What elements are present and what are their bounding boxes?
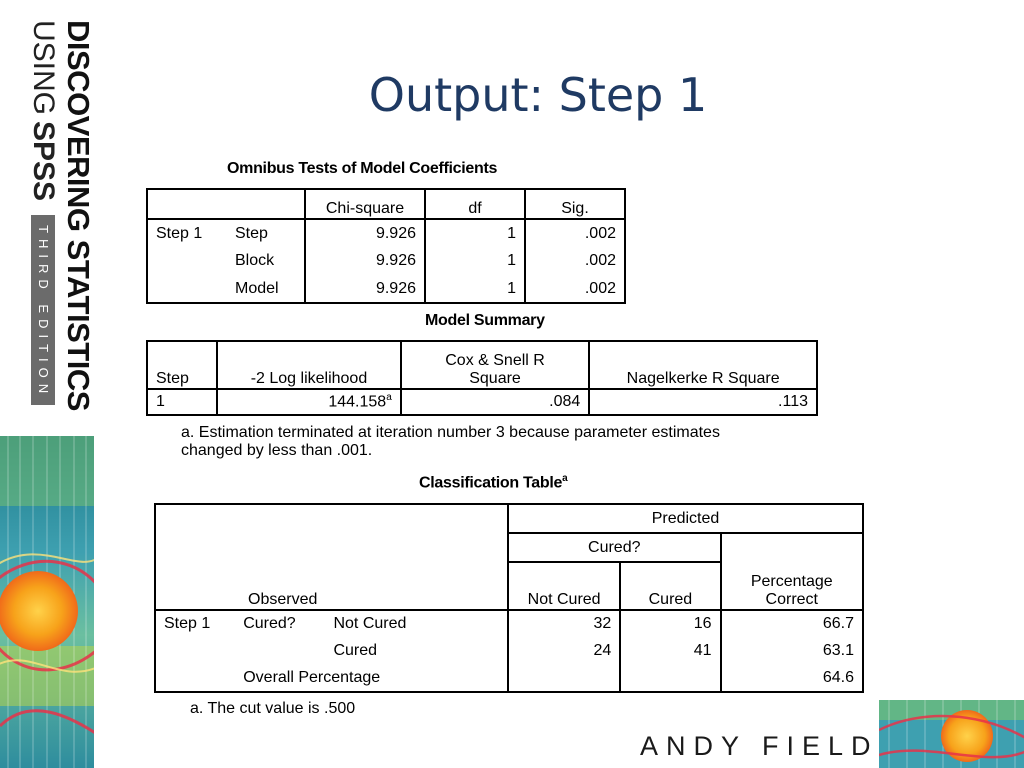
overall-label: Overall Percentage bbox=[243, 668, 381, 686]
table-row: Model 9.926 1 .002 bbox=[147, 275, 625, 303]
author-name: ANDY FIELD bbox=[640, 731, 879, 761]
cured-value: 41 bbox=[619, 637, 721, 664]
book-branding: DISCOVERING STATISTICS USING SPSS THIRD … bbox=[0, 0, 96, 430]
pct-value: 63.1 bbox=[719, 637, 863, 664]
branding-spss: SPSS bbox=[27, 121, 60, 202]
step-value: 1 bbox=[156, 393, 165, 410]
df-value: 1 bbox=[424, 219, 525, 247]
cured-header-row: Cured? Percentage Correct bbox=[155, 533, 863, 611]
classification-note: a. The cut value is .500 bbox=[190, 700, 356, 717]
sig-value: .002 bbox=[524, 247, 625, 275]
step-label: Step 1 bbox=[164, 615, 211, 632]
col-cured: Cured bbox=[619, 562, 721, 611]
table-row: Step 1 Cured? Not Cured 32 16 66.7 bbox=[155, 610, 863, 637]
classification-caption: Classification Tablea bbox=[419, 473, 568, 492]
slide-title: Output: Step 1 bbox=[368, 68, 708, 122]
col-not-cured: Not Cured bbox=[506, 562, 621, 611]
predicted-header: Predicted bbox=[506, 504, 863, 534]
model-summary-table: Step -2 Log likelihood Cox & Snell R Squ… bbox=[146, 340, 818, 416]
col-percentage-correct: Percentage Correct bbox=[719, 533, 863, 611]
table-row: Overall Percentage 64.6 bbox=[155, 664, 863, 692]
row-label: Model bbox=[235, 279, 279, 297]
cured-value: 16 bbox=[619, 610, 721, 637]
overall-pct-value: 64.6 bbox=[719, 664, 863, 692]
row-label: Cured bbox=[333, 641, 378, 659]
model-summary-header-row: Step -2 Log likelihood Cox & Snell R Squ… bbox=[147, 341, 817, 390]
not-cured-value: 24 bbox=[506, 637, 621, 664]
chi-square-value: 9.926 bbox=[304, 275, 425, 303]
omnibus-table: Chi-square df Sig. Step 1 Step 9.926 1 .… bbox=[146, 188, 626, 304]
df-value: 1 bbox=[424, 247, 525, 275]
col-sig: Sig. bbox=[524, 189, 625, 220]
row-label: Step bbox=[235, 224, 268, 242]
abstract-art-graphic-small bbox=[879, 700, 1024, 768]
subheader-row: Not Cured Cured bbox=[155, 562, 863, 611]
decorative-art-left bbox=[0, 436, 94, 768]
table-row: 1 144.158a .084 .113 bbox=[147, 389, 817, 415]
table-row: Step 1 Step 9.926 1 .002 bbox=[147, 219, 625, 247]
cox-snell-line2: Square bbox=[469, 370, 521, 387]
col-log-likelihood: -2 Log likelihood bbox=[216, 341, 401, 390]
chi-square-value: 9.926 bbox=[304, 247, 425, 275]
cox-snell-line1: Cox & Snell R bbox=[445, 352, 545, 369]
pct-value: 66.7 bbox=[719, 610, 863, 637]
row-label: Block bbox=[235, 252, 275, 269]
cured-question-header: Cured? bbox=[506, 533, 721, 563]
table-row: Cured 24 41 63.1 bbox=[155, 637, 863, 664]
step-label: Step 1 bbox=[156, 224, 203, 242]
log-likelihood-value: 144.158a bbox=[216, 389, 401, 415]
row-label: Not Cured bbox=[333, 615, 407, 632]
sig-value: .002 bbox=[524, 275, 625, 303]
classification-table: Observed Predicted Cured? Percentage Cor… bbox=[154, 503, 864, 693]
predicted-header-row: Observed Predicted bbox=[155, 504, 863, 611]
model-summary-caption: Model Summary bbox=[425, 312, 545, 329]
row-variable: Cured? bbox=[243, 615, 296, 632]
cox-snell-value: .084 bbox=[399, 389, 590, 415]
col-step: Step bbox=[147, 341, 218, 390]
decorative-art-right bbox=[879, 700, 1024, 768]
col-df: df bbox=[424, 189, 525, 220]
abstract-art-graphic bbox=[0, 436, 94, 768]
col-chi-square: Chi-square bbox=[304, 189, 425, 220]
col-nagelkerke: Nagelkerke R Square bbox=[588, 341, 817, 390]
model-summary-note: a. Estimation terminated at iteration nu… bbox=[181, 424, 720, 459]
col-observed: Observed bbox=[155, 504, 508, 611]
sig-value: .002 bbox=[524, 219, 625, 247]
omnibus-header-row: Chi-square df Sig. bbox=[147, 189, 625, 220]
df-value: 1 bbox=[424, 275, 525, 303]
omnibus-caption: Omnibus Tests of Model Coefficients bbox=[227, 160, 498, 177]
footnote-mark: a bbox=[386, 392, 392, 404]
col-cox-snell: Cox & Snell R Square bbox=[399, 341, 590, 390]
not-cured-value: 32 bbox=[506, 610, 621, 637]
edition-badge: THIRD EDITION bbox=[31, 215, 55, 406]
nagelkerke-value: .113 bbox=[588, 389, 817, 415]
table-row: Block 9.926 1 .002 bbox=[147, 247, 625, 275]
chi-square-value: 9.926 bbox=[304, 219, 425, 247]
